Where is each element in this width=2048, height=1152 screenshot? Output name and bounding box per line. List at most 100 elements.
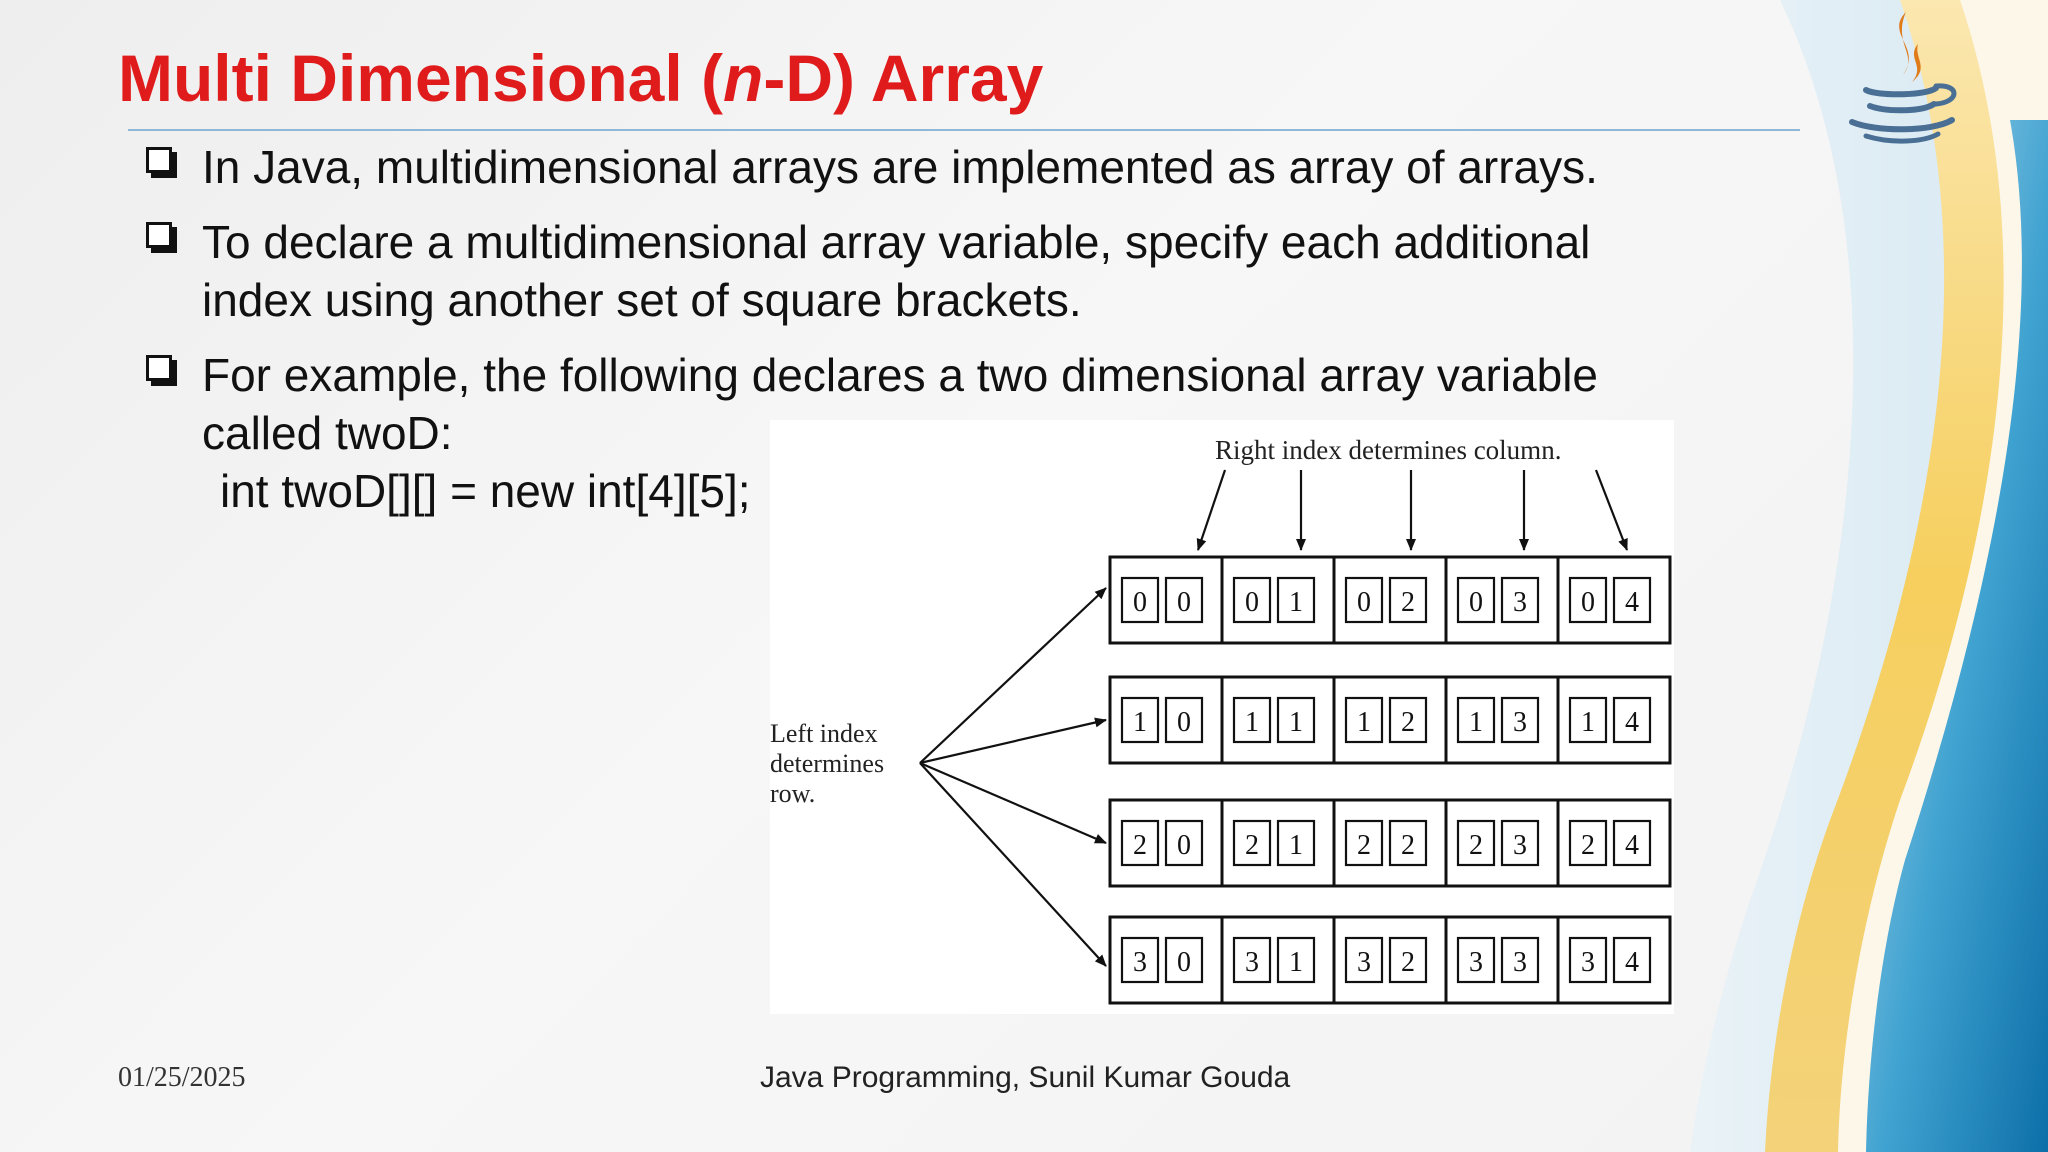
index-bracket-box	[1612, 696, 1652, 744]
index-bracket-box	[1612, 819, 1652, 867]
left-index-label-line3: row.	[770, 779, 815, 808]
column-arrow	[1196, 469, 1227, 551]
title-prefix: Multi Dimensional (	[118, 41, 724, 115]
row-arrow	[919, 762, 1107, 967]
slide-title: Multi Dimensional (n-D) Array	[118, 40, 1043, 116]
java-logo-icon	[1849, 12, 1957, 144]
title-suffix: -D) Array	[763, 41, 1044, 115]
index-digit: 2	[1401, 587, 1415, 618]
index-digit: 0	[1469, 587, 1483, 618]
index-digit: 4	[1625, 587, 1639, 618]
index-bracket-box	[1388, 936, 1428, 984]
index-bracket-box	[1276, 696, 1316, 744]
bullet-item: To declare a multidimensional array vari…	[146, 213, 1706, 329]
index-bracket-box	[1612, 576, 1652, 624]
index-bracket-box	[1232, 936, 1272, 984]
right-index-label: Right index determines column.	[1215, 435, 1561, 465]
footer-date: 01/25/2025	[118, 1062, 246, 1093]
index-digit: 2	[1357, 830, 1371, 861]
index-bracket-box	[1164, 696, 1204, 744]
index-bracket-box	[1456, 819, 1496, 867]
index-bracket-box	[1568, 576, 1608, 624]
index-digit: 1	[1289, 830, 1303, 861]
array-row	[1108, 915, 1672, 1005]
index-bracket-box	[1164, 819, 1204, 867]
index-bracket-box	[1388, 696, 1428, 744]
index-bracket-box	[1344, 576, 1384, 624]
arrows	[919, 469, 1629, 967]
index-digit: 0	[1177, 947, 1191, 978]
index-digit: 3	[1469, 947, 1483, 978]
index-bracket-box	[1456, 576, 1496, 624]
index-bracket-box	[1568, 696, 1608, 744]
array-row	[1108, 798, 1672, 888]
index-bracket-box	[1388, 576, 1428, 624]
left-index-label-line1: Left index	[770, 719, 878, 748]
index-bracket-box	[1344, 936, 1384, 984]
index-digit: 0	[1357, 587, 1371, 618]
code-example: int twoD[][] = new int[4][5];	[220, 465, 751, 517]
index-bracket-box	[1500, 576, 1540, 624]
index-digit: 2	[1469, 830, 1483, 861]
index-digit: 0	[1133, 587, 1147, 618]
index-bracket-box	[1500, 936, 1540, 984]
left-index-label-line2: determines	[770, 749, 884, 778]
index-bracket-box	[1612, 936, 1652, 984]
index-digit: 0	[1581, 587, 1595, 618]
index-digit: 4	[1625, 707, 1639, 738]
index-digit: 0	[1177, 830, 1191, 861]
index-digit: 1	[1289, 947, 1303, 978]
array-row	[1108, 675, 1672, 765]
index-digit: 1	[1289, 707, 1303, 738]
title-italic-n: n	[723, 41, 764, 115]
bullet-text: For example, the following declares a tw…	[202, 349, 1599, 459]
index-digit: 0	[1177, 707, 1191, 738]
index-bracket-box	[1568, 936, 1608, 984]
index-digit: 1	[1133, 707, 1147, 738]
index-bracket-box	[1276, 819, 1316, 867]
row-arrow	[919, 761, 1107, 845]
bullet-item: In Java, multidimensional arrays are imp…	[146, 138, 1706, 196]
index-digit: 1	[1581, 707, 1595, 738]
index-digit: 3	[1513, 947, 1527, 978]
index-digit: 3	[1133, 947, 1147, 978]
index-bracket-box	[1120, 936, 1160, 984]
index-bracket-box	[1276, 576, 1316, 624]
index-bracket-box	[1456, 696, 1496, 744]
index-bracket-box	[1120, 696, 1160, 744]
index-bracket-box	[1232, 696, 1272, 744]
index-bracket-box	[1164, 576, 1204, 624]
index-digit: 3	[1245, 947, 1259, 978]
index-digit: 2	[1581, 830, 1595, 861]
index-digit: 2	[1401, 707, 1415, 738]
row-arrow	[919, 717, 1107, 765]
index-digit: 0	[1177, 587, 1191, 618]
index-bracket-box	[1568, 819, 1608, 867]
bullet-item: For example, the following declares a tw…	[146, 346, 1706, 462]
title-divider	[128, 129, 1800, 131]
index-bracket-box	[1500, 819, 1540, 867]
index-bracket-box	[1120, 819, 1160, 867]
bullet-list: In Java, multidimensional arrays are imp…	[146, 138, 1706, 479]
index-bracket-box	[1344, 819, 1384, 867]
index-bracket-box	[1164, 936, 1204, 984]
array-diagram-svg: Right index determines column. Left inde…	[770, 435, 1672, 1005]
index-digit: 4	[1625, 830, 1639, 861]
array-diagram: Right index determines column. Left inde…	[770, 420, 1674, 1014]
index-bracket-box	[1232, 576, 1272, 624]
index-bracket-box	[1232, 819, 1272, 867]
index-digit: 0	[1245, 587, 1259, 618]
index-digit: 2	[1401, 830, 1415, 861]
index-digit: 2	[1133, 830, 1147, 861]
index-digit: 1	[1245, 707, 1259, 738]
footer-title: Java Programming, Sunil Kumar Gouda	[760, 1061, 1291, 1094]
checkbox-bullet-icon	[146, 147, 172, 173]
row-arrow	[919, 587, 1107, 764]
index-bracket-box	[1344, 696, 1384, 744]
index-bracket-box	[1276, 936, 1316, 984]
index-digit: 4	[1625, 947, 1639, 978]
index-digit: 1	[1357, 707, 1371, 738]
index-digit: 2	[1401, 947, 1415, 978]
bullet-text: To declare a multidimensional array vari…	[202, 216, 1591, 326]
